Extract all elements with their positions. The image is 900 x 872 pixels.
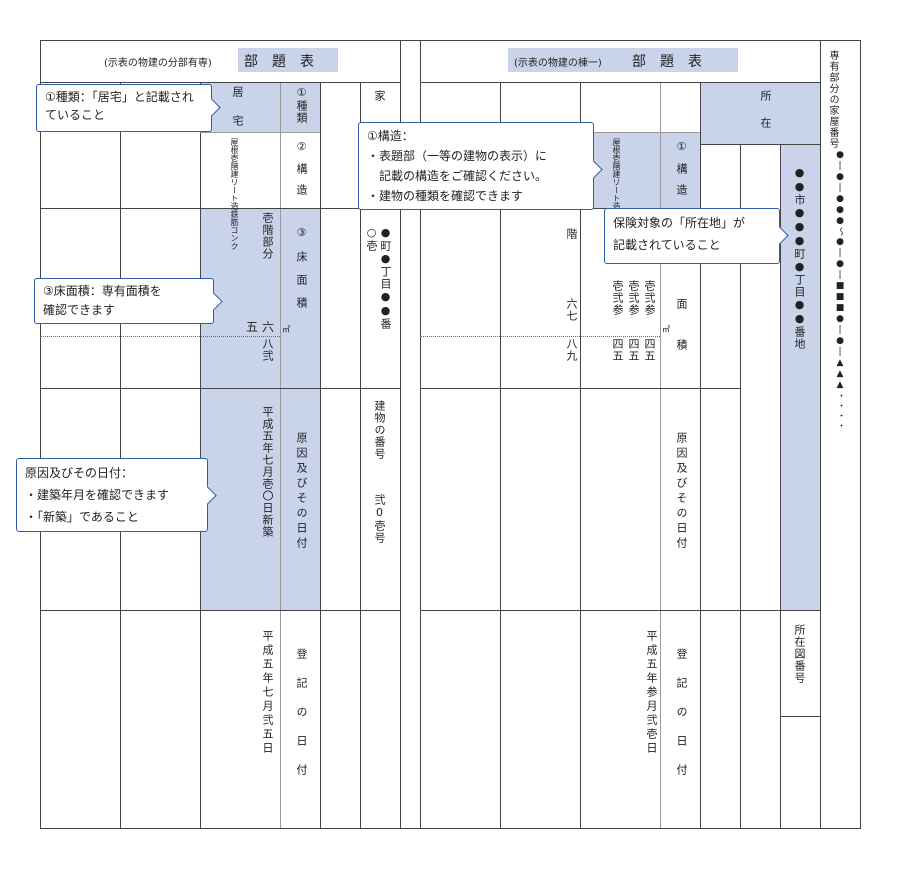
right-map-number-label: 所在図番号 (793, 624, 806, 684)
right-floor-label: 階 (565, 228, 578, 240)
right-area-col3b: 四五 (643, 338, 656, 362)
right-reg-value: 平成五年参月弐壱日 (645, 630, 658, 756)
left-house-number-addr2: ○壱 (365, 226, 378, 252)
left-house-number-addr: ●町●丁目●●番 (379, 226, 392, 330)
right-location-label: 所在 (759, 90, 772, 144)
left-kind-value: 居宅 (231, 86, 244, 144)
hl-left-title (238, 48, 338, 72)
left-building-number-label: 建物の番号 (373, 400, 386, 460)
left-area-unit: ㎡ (282, 325, 290, 334)
right-area-label: 面積 (675, 298, 688, 380)
left-area-label: ③床面積 (295, 226, 308, 320)
hl-right-title (508, 48, 738, 72)
left-reg-label: 登記の日付 (295, 648, 308, 793)
left-reg-value: 平成五年七月弐五日 (261, 630, 274, 756)
right-area-col1: 壱弐参 (611, 280, 624, 316)
left-building-number-value: 弐0壱号 (373, 494, 386, 544)
right-area-unit: ㎡ (662, 325, 670, 334)
right-area-col1b: 四五 (611, 338, 624, 362)
right-floor-nums: 六七 (565, 298, 578, 322)
left-cause-label: 原因及びその日付 (295, 432, 308, 552)
callout-location: 保険対象の「所在地」が 記載されていること (604, 208, 789, 264)
callout-kind: ①種類：「居宅」と記載されていること (36, 84, 221, 132)
right-owner-col-value: ●|●|●●●〜●|●|■■■●|●|▲▲▲・・・・ (835, 150, 845, 431)
hl-right-location-col (780, 144, 820, 610)
right-owner-col-label: 専有部分の家屋番号 (827, 50, 838, 149)
right-heading-title: 部題表 (632, 54, 716, 70)
right-structure-label: ①構造 (675, 140, 688, 205)
right-structure-small: 屋根壱階建リート造鉄筋コンク (612, 138, 621, 250)
left-house-col-label: 家 (373, 90, 386, 102)
right-area-col2b: 四五 (627, 338, 640, 362)
hl-left-cause (200, 388, 320, 610)
left-floor-label: 壱階部分 (261, 212, 274, 260)
right-heading-note: (示表の物建の棟一) (514, 58, 602, 69)
callout-cause: 原因及びその日付： ・建築年月を確認できます ・「新築」であること (16, 458, 217, 532)
right-area-col3: 壱弐参 (643, 280, 656, 316)
right-cause-label: 原因及びその日付 (675, 432, 688, 552)
left-kind-label: ①種類 (295, 86, 308, 124)
left-cause-value: 平成五年七月壱〇日新築 (261, 406, 274, 538)
hl-right-location (700, 82, 820, 144)
left-heading-note: (示表の物建の分部有専) (104, 58, 212, 69)
left-area-dec: 八弐 (261, 338, 274, 362)
right-area-col2: 壱弐参 (627, 280, 640, 316)
left-structure-small: 屋根壱階建リート造鉄筋コンク (230, 138, 239, 250)
left-structure-label: ②構造 (295, 140, 308, 205)
right-reg-label: 登記の日付 (675, 648, 688, 793)
right-floor-nums2: 八九 (565, 338, 578, 362)
left-area-int: 五六 (246, 320, 279, 334)
left-heading-title: 部題表 (244, 54, 328, 70)
callout-area: ③床面積：専有面積を 確認できます (34, 278, 223, 324)
callout-structure: ①構造： ・表題部（一等の建物の表示）に 記載の構造をご確認ください。 ・建物の… (358, 122, 603, 210)
right-location-value: ●●市●●●町●丁目●●番地 (793, 166, 806, 350)
